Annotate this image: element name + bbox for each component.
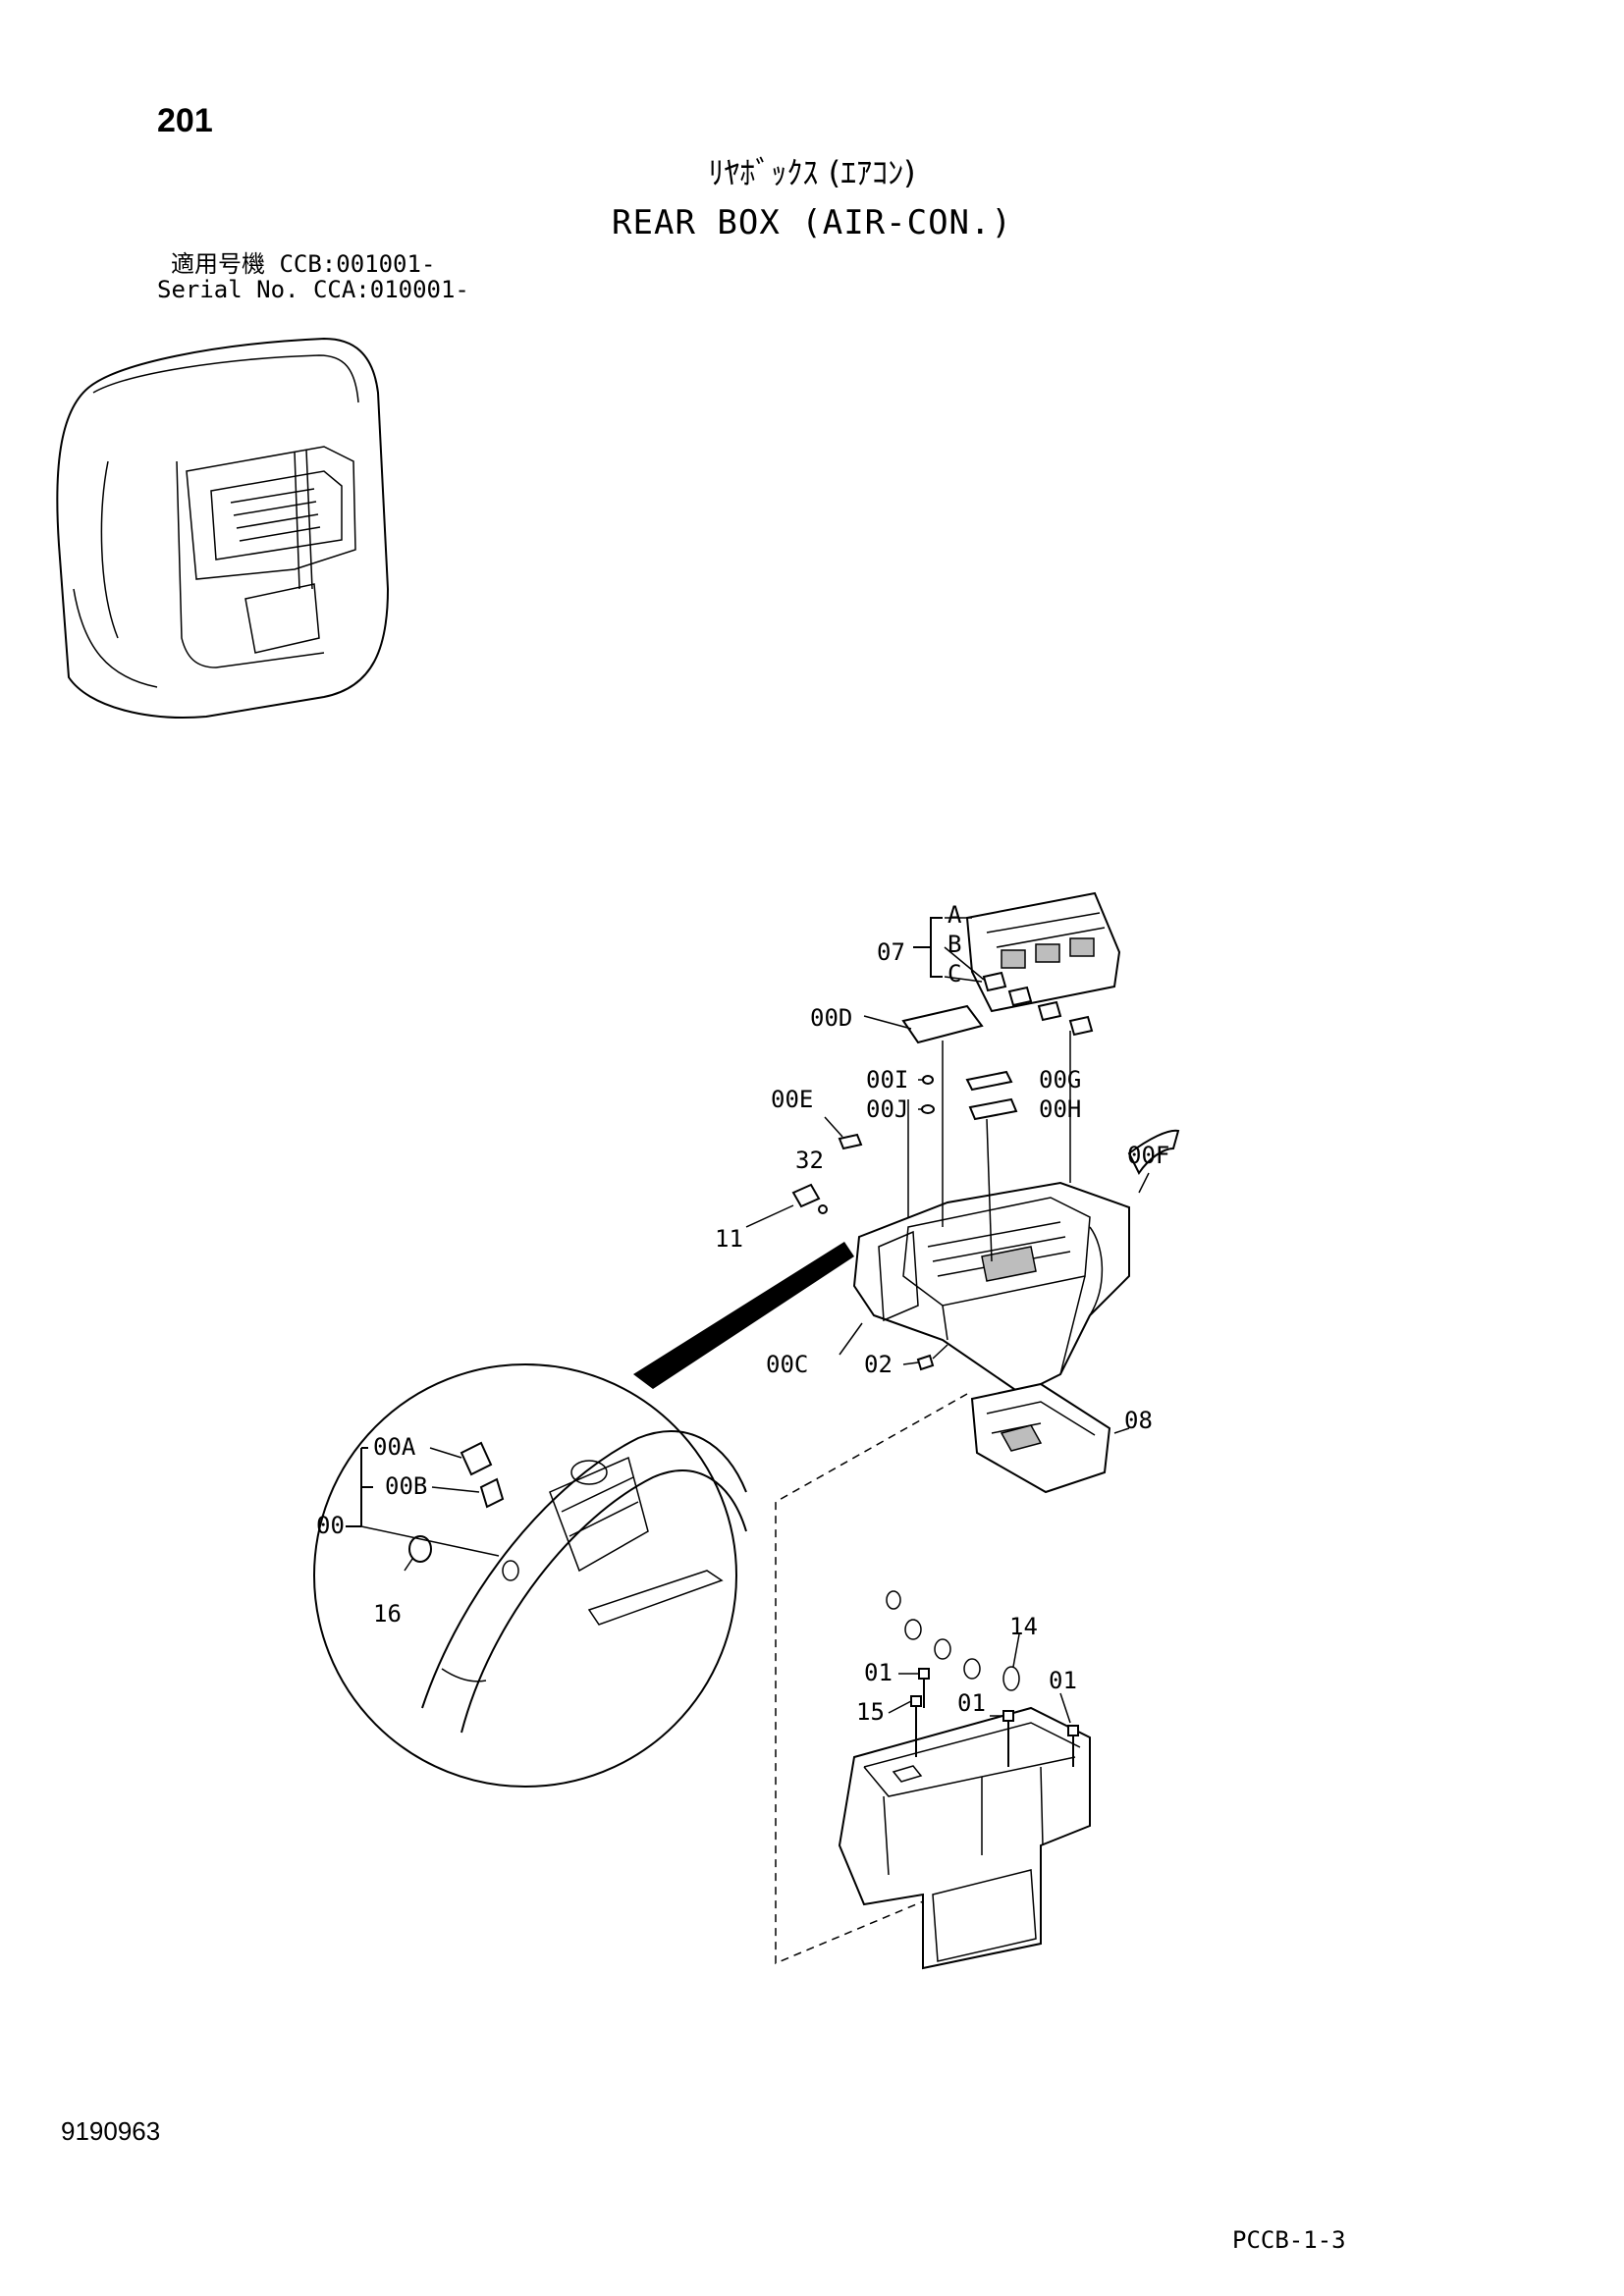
callout-14: 14 (1009, 1613, 1038, 1640)
applicable-serial-jp: 適用号機 CCB:001001- (171, 250, 436, 278)
cab-overview-illustration (56, 337, 390, 719)
callout-00b: 00B (385, 1472, 427, 1500)
callout-00c: 00C (766, 1351, 808, 1378)
page-code: PCCB-1-3 (1232, 2226, 1346, 2254)
page-number: 201 (157, 102, 213, 139)
callout-00f: 00F (1127, 1142, 1169, 1169)
callout-00j: 00J (866, 1095, 908, 1123)
applicable-serial-en: Serial No. CCA:010001- (157, 276, 469, 303)
callout-00h: 00H (1039, 1095, 1081, 1123)
callout-00: 00 (316, 1512, 345, 1539)
callout-32: 32 (795, 1147, 824, 1174)
callout-15: 15 (856, 1698, 885, 1726)
title-japanese: ﾘﾔﾎﾞｯｸｽ (ｴｱｺﾝ) (708, 154, 916, 191)
callout-16: 16 (373, 1600, 402, 1628)
callout-01-middle: 01 (957, 1689, 986, 1717)
callout-11: 11 (715, 1225, 743, 1253)
title-english: REAR BOX (AIR-CON.) (612, 203, 1012, 242)
callout-00g: 00G (1039, 1066, 1081, 1094)
callout-07: 07 (877, 938, 905, 966)
mounting-bracket-illustration (838, 1590, 1091, 1970)
callout-00a: 00A (373, 1433, 416, 1461)
callout-00e: 00E (771, 1086, 813, 1113)
callout-07-c: C (947, 960, 961, 988)
callout-00i: 00I (866, 1066, 908, 1094)
callout-00d: 00D (810, 1004, 852, 1032)
detail-magnifier-circle (313, 1363, 747, 1788)
document-number: 9190963 (61, 2116, 161, 2146)
callout-07-b: B (947, 931, 961, 958)
callout-01-left: 01 (864, 1659, 893, 1686)
callout-07-a: A (947, 901, 962, 929)
rear-box-exploded-view (633, 891, 1180, 1965)
callout-08: 08 (1124, 1407, 1153, 1434)
callout-02: 02 (864, 1351, 893, 1378)
callout-01-right: 01 (1049, 1667, 1077, 1694)
